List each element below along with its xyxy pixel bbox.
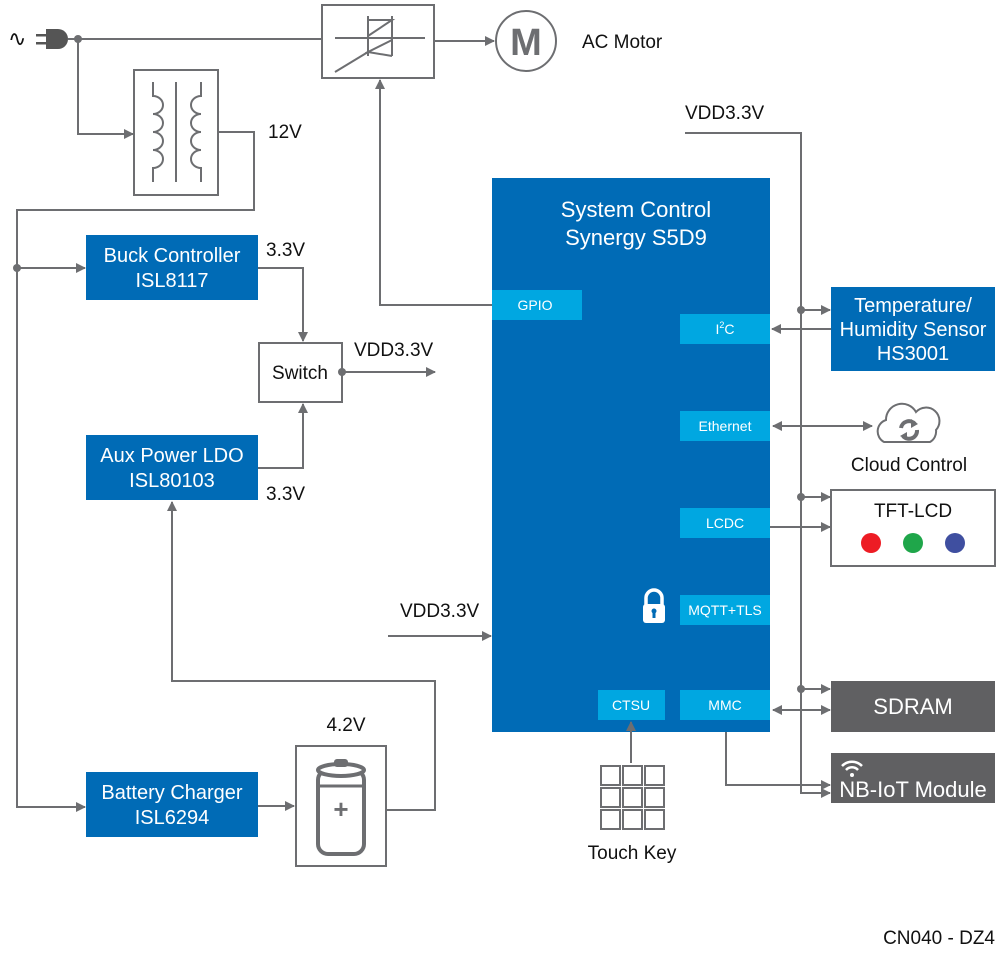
transformer-coil-icon bbox=[152, 82, 202, 182]
tft-blue-dot bbox=[945, 533, 965, 553]
sdram-block: SDRAM bbox=[831, 681, 995, 732]
mmc-to-nbiot-wire bbox=[725, 732, 831, 790]
mcu-supply-label: VDD3.3V bbox=[400, 601, 480, 622]
buck-controller-block: Buck Controller ISL8117 bbox=[86, 235, 258, 300]
svg-text:Humidity Sensor: Humidity Sensor bbox=[840, 319, 987, 341]
mcu-block: System Control Synergy S5D9 bbox=[492, 178, 770, 732]
transformer bbox=[133, 69, 219, 196]
port-mmc: MMC bbox=[680, 690, 770, 720]
lock-icon bbox=[643, 588, 665, 623]
svg-text:Temperature/: Temperature/ bbox=[854, 295, 972, 317]
svg-text:SDRAM: SDRAM bbox=[873, 694, 952, 719]
motor-symbol: M bbox=[510, 22, 542, 64]
triac-driver bbox=[321, 4, 435, 79]
aux-ldo-block: Aux Power LDO ISL80103 bbox=[86, 435, 258, 500]
svg-text:Buck Controller: Buck Controller bbox=[104, 245, 241, 267]
vdd-rail-wire bbox=[685, 132, 831, 798]
svg-text:HS3001: HS3001 bbox=[877, 343, 949, 365]
tft-lcd-block: TFT-LCD bbox=[830, 489, 996, 567]
cloud-icon bbox=[876, 402, 941, 443]
ac-motor-label: AC Motor bbox=[582, 32, 663, 53]
svg-text:ISL8117: ISL8117 bbox=[135, 270, 208, 292]
switch-block: Switch bbox=[258, 342, 343, 403]
port-mqtt-tls: MQTT+TLS bbox=[680, 595, 770, 625]
sensor-block: Temperature/ Humidity Sensor HS3001 bbox=[831, 287, 995, 371]
ldo-output-label: 3.3V bbox=[266, 484, 305, 505]
svg-text:Battery Charger: Battery Charger bbox=[101, 782, 243, 804]
battery-block: + bbox=[295, 745, 387, 867]
svg-text:LCDC: LCDC bbox=[706, 515, 744, 531]
svg-text:ISL6294: ISL6294 bbox=[135, 807, 210, 829]
touch-key-label: Touch Key bbox=[588, 843, 677, 864]
tft-red-dot bbox=[861, 533, 881, 553]
battery-to-ldo-wire bbox=[167, 501, 436, 811]
port-ethernet: Ethernet bbox=[680, 411, 770, 441]
battery-plus-symbol: + bbox=[333, 794, 348, 824]
svg-text:Ethernet: Ethernet bbox=[699, 418, 752, 434]
svg-text:Synergy S5D9: Synergy S5D9 bbox=[565, 225, 707, 250]
tft-green-dot bbox=[903, 533, 923, 553]
cloud-label: Cloud Control bbox=[851, 455, 967, 476]
12v-rail-wire bbox=[16, 131, 255, 812]
svg-text:CTSU: CTSU bbox=[612, 697, 650, 713]
port-gpio: GPIO bbox=[492, 290, 582, 320]
triac-icon bbox=[334, 16, 425, 73]
motor-icon bbox=[495, 10, 557, 72]
svg-text:TFT-LCD: TFT-LCD bbox=[874, 501, 952, 522]
ac-source-icon: ∿ bbox=[8, 26, 26, 51]
touch-key-icon bbox=[600, 765, 665, 830]
svg-text:Aux Power LDO: Aux Power LDO bbox=[100, 445, 243, 467]
plug-icon bbox=[36, 29, 68, 49]
svg-text:MQTT+TLS: MQTT+TLS bbox=[688, 602, 762, 618]
top-rail-label: VDD3.3V bbox=[685, 103, 765, 124]
port-lcdc: LCDC bbox=[680, 508, 770, 538]
switch-output-label: VDD3.3V bbox=[354, 340, 434, 361]
battery-voltage-label: 4.2V bbox=[326, 715, 365, 736]
buck-to-switch-wire bbox=[258, 267, 308, 342]
port-i2c: I2C bbox=[680, 314, 770, 344]
gpio-to-triac-wire bbox=[375, 79, 492, 306]
transformer-output-label: 12V bbox=[268, 122, 302, 143]
document-code: CN040 - DZ4 bbox=[883, 928, 995, 949]
ldo-to-switch-wire bbox=[258, 403, 308, 469]
buck-output-label: 3.3V bbox=[266, 240, 305, 261]
svg-text:GPIO: GPIO bbox=[517, 297, 552, 313]
svg-text:NB-IoT Module: NB-IoT Module bbox=[839, 777, 987, 802]
svg-text:ISL80103: ISL80103 bbox=[129, 470, 215, 492]
svg-text:MMC: MMC bbox=[708, 697, 741, 713]
svg-text:System Control: System Control bbox=[561, 197, 711, 222]
wifi-icon bbox=[841, 760, 863, 777]
nbiot-block: NB-IoT Module bbox=[831, 753, 995, 803]
battery-charger-block: Battery Charger ISL6294 bbox=[86, 772, 258, 837]
svg-text:Switch: Switch bbox=[272, 363, 328, 384]
svg-text:I2C: I2C bbox=[715, 320, 734, 337]
battery-icon bbox=[316, 759, 366, 856]
ac-to-transformer-wire bbox=[77, 39, 134, 139]
port-ctsu: CTSU bbox=[598, 690, 665, 720]
